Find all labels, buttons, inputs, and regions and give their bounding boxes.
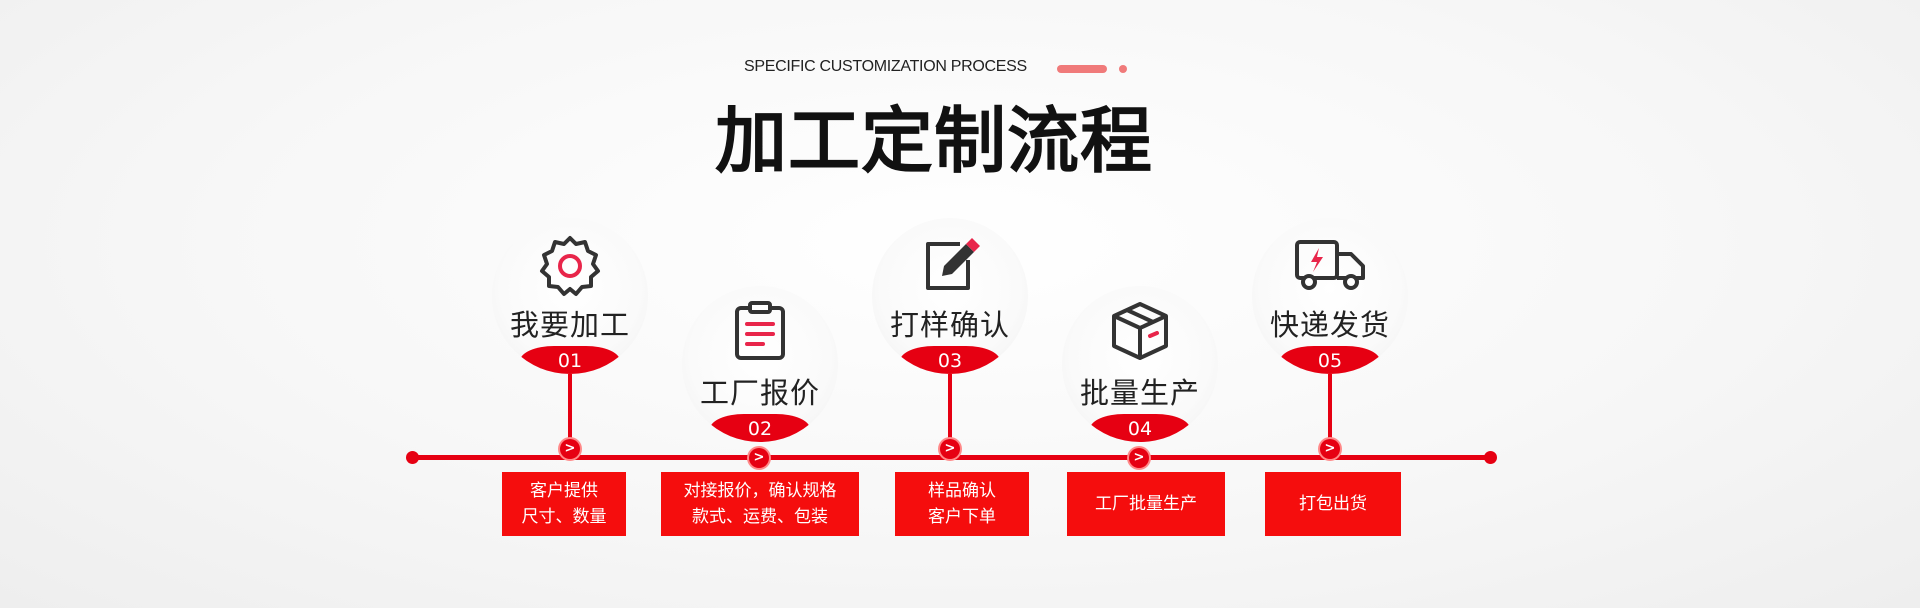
- chevron-right-icon: >: [560, 439, 580, 459]
- package-box-icon: [1112, 302, 1168, 360]
- step-description-4: 工厂批量生产: [1067, 472, 1225, 536]
- process-step-5: 快递发货 05: [1252, 218, 1408, 374]
- step-circle: 批量生产 04: [1062, 286, 1218, 442]
- step-description-5: 打包出货: [1265, 472, 1401, 536]
- chevron-right-icon: >: [940, 439, 960, 459]
- header-subtitle: SPECIFIC CUSTOMIZATION PROCESS: [744, 58, 1027, 75]
- step-description-3: 样品确认客户下单: [895, 472, 1029, 536]
- step-circle: 打样确认 03: [872, 218, 1028, 374]
- clipboard-icon: [735, 301, 785, 360]
- process-step-4: 批量生产 04: [1062, 286, 1218, 442]
- step-number-badge: 03: [900, 346, 1000, 374]
- step-number-badge: 01: [520, 346, 620, 374]
- step-label: 工厂报价: [699, 376, 820, 410]
- chevron-right-icon: >: [749, 448, 769, 468]
- chevron-right-icon: >: [1129, 448, 1149, 468]
- gear-icon: [540, 236, 600, 296]
- step-circle: 工厂报价 02: [682, 286, 838, 442]
- step-number-badge: 04: [1090, 414, 1190, 442]
- page-title: 加工定制流程: [714, 99, 1153, 183]
- step-connector: [948, 374, 952, 444]
- step-label: 快递发货: [1269, 308, 1390, 342]
- process-step-1: 我要加工 01: [492, 218, 648, 374]
- step-description-2: 对接报价，确认规格款式、运费、包装: [661, 472, 859, 536]
- decorative-pill: [1057, 65, 1107, 73]
- step-number-badge: 02: [710, 414, 810, 442]
- process-step-3: 打样确认 03: [872, 218, 1028, 374]
- step-description-1: 客户提供尺寸、数量: [502, 472, 626, 536]
- step-number-badge: 05: [1280, 346, 1380, 374]
- step-label: 我要加工: [509, 308, 630, 342]
- chevron-right-icon: >: [1320, 439, 1340, 459]
- step-circle: 快递发货 05: [1252, 218, 1408, 374]
- step-label: 打样确认: [889, 308, 1010, 342]
- step-label: 批量生产: [1079, 376, 1200, 410]
- timeline-start-dot: [406, 451, 419, 464]
- timeline-end-dot: [1484, 451, 1497, 464]
- step-connector: [568, 374, 572, 444]
- delivery-truck-icon: [1295, 240, 1365, 290]
- decorative-dot: [1119, 65, 1127, 73]
- step-connector: [1328, 374, 1332, 444]
- edit-icon: [926, 238, 980, 290]
- process-step-2: 工厂报价 02: [682, 286, 838, 442]
- step-circle: 我要加工 01: [492, 218, 648, 374]
